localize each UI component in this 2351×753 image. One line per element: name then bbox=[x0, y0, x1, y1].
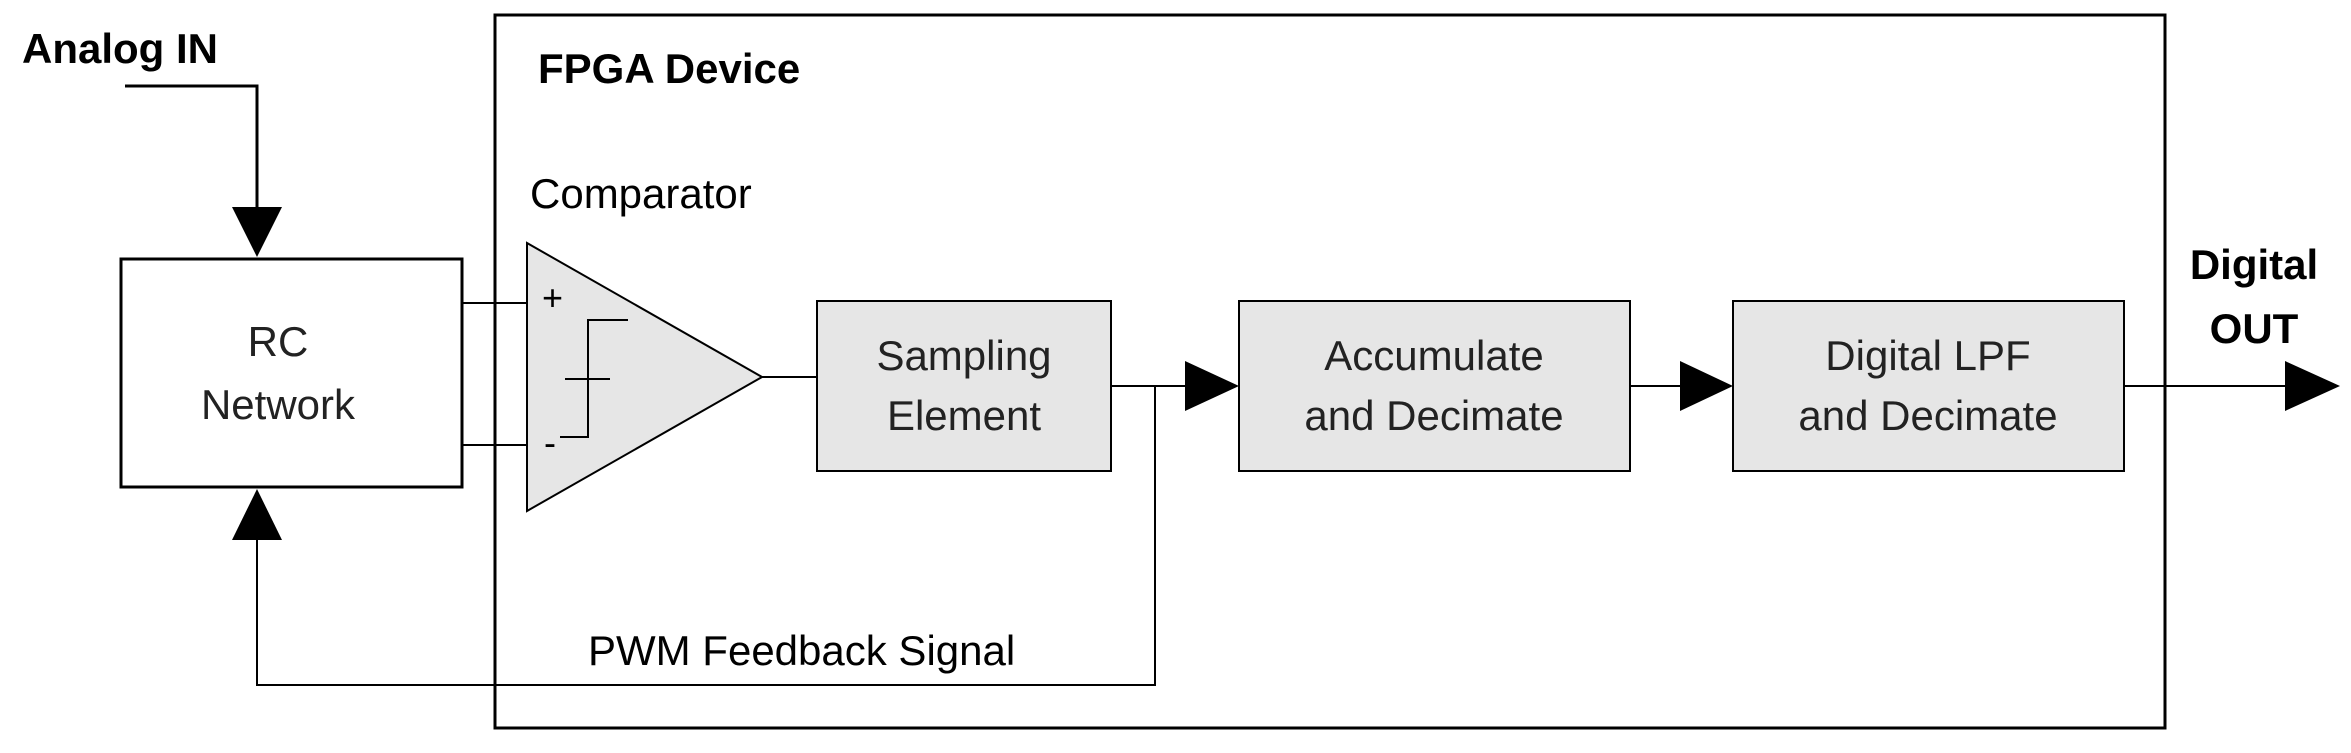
accumulate-to-lpf-arrowhead bbox=[1680, 361, 1733, 411]
analog-in-wire bbox=[125, 84, 259, 212]
analog-in-label: Analog IN bbox=[22, 25, 218, 72]
digital-lpf-label-line1: Digital LPF bbox=[1825, 332, 2030, 379]
digital-out-label-line1: Digital bbox=[2190, 241, 2318, 288]
digital-out-label-line2: OUT bbox=[2210, 305, 2299, 352]
digital-out-arrowhead bbox=[2285, 361, 2340, 411]
accumulate-decimate-block bbox=[1238, 300, 1631, 472]
comparator-symbol bbox=[526, 241, 765, 513]
sampling-element-block bbox=[816, 300, 1112, 472]
analog-in-arrowhead bbox=[232, 207, 282, 257]
rc-network-block bbox=[119, 257, 464, 489]
rc-network-label-line1: RC bbox=[248, 318, 309, 365]
accumulate-decimate-label-line2: and Decimate bbox=[1304, 392, 1563, 439]
sampling-element-label-line2: Element bbox=[887, 392, 1041, 439]
sampling-element-label-line1: Sampling bbox=[876, 332, 1051, 379]
comparator-label: Comparator bbox=[530, 170, 752, 217]
fpga-device-boundary bbox=[493, 13, 2167, 730]
comparator-plus-sign: + bbox=[542, 277, 563, 318]
sampling-to-accumulate-arrowhead bbox=[1185, 361, 1239, 411]
accumulate-decimate-label-line1: Accumulate bbox=[1324, 332, 1543, 379]
fpga-device-label: FPGA Device bbox=[538, 45, 800, 92]
digital-lpf-label-line2: and Decimate bbox=[1798, 392, 2057, 439]
pwm-feedback-wire bbox=[256, 386, 1156, 686]
rc-network-label-line2: Network bbox=[201, 381, 356, 428]
comparator-minus-sign: - bbox=[544, 422, 556, 463]
digital-lpf-block bbox=[1732, 300, 2125, 472]
pwm-feedback-arrowhead bbox=[232, 489, 282, 540]
pwm-feedback-label: PWM Feedback Signal bbox=[588, 627, 1015, 674]
